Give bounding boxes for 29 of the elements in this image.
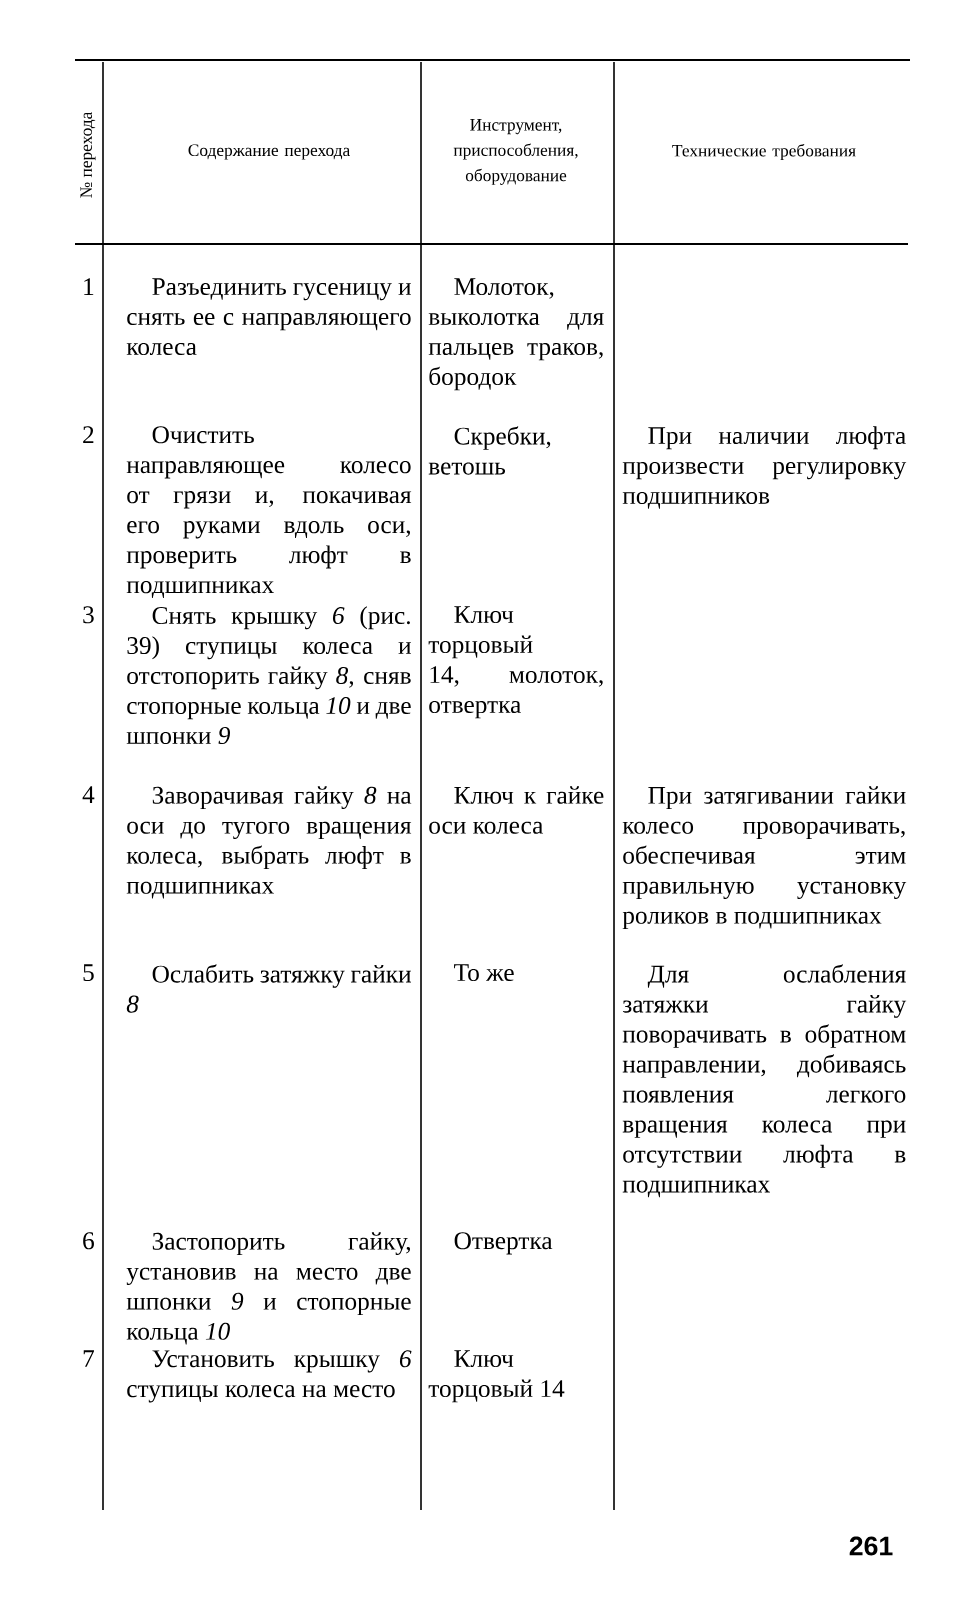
step-number: 3 (83, 606, 94, 624)
step-number: 4 (82, 786, 95, 803)
table-cell: Застопорить гайку, установив на место две шпонки 9 и стопорные кольца 10 (126, 1232, 411, 1345)
table-cell: Ключ к гайке оси колеса (429, 786, 604, 834)
table-header-cell: Технические требования (672, 143, 856, 161)
table-cell: При наличии люфта произвести регулировку подшипников (622, 426, 907, 509)
step-number: 1 (84, 278, 94, 295)
step-number: 5 (83, 964, 94, 982)
table-cell: То же (454, 964, 514, 982)
table-cell: Очистить направляющее колесо от грязи и, покачивая его руками вдоль оси, проверить люфт в подшипниках (126, 426, 412, 598)
table-cell: Снять крышку 6 (рис. 39) ступицы колеса и отстопорить гайку 8, сняв стопорные кольца 10 и две шпонки 9 (126, 606, 411, 745)
table-header-cell: Инструмент, приспособления, оборудование (453, 119, 578, 185)
page-number: 261 (849, 1536, 893, 1556)
table-cell: Для ослабления затяжки гайку поворачивать в обратном направлении, добиваясь появления легкого вращения колеса при отсутствии люфта в подшипниках (622, 964, 907, 1198)
table-cell: Молоток, выколотка для пальцев траков, бородок (428, 278, 604, 391)
table-cell: Ключ торцовый 14, молоток, отвертка (428, 606, 603, 719)
step-number: 7 (83, 1350, 94, 1367)
table-cell: Скребки, ветошь (428, 426, 551, 475)
table-cell: Ослабить затяжку гайки 8 (126, 964, 411, 1013)
table-cell: Заворачивая гайку 8 на оси до тугого вращения колеса, выбрать люфт в подшипниках (126, 786, 412, 899)
table-cell: Отвертка (454, 1232, 553, 1255)
table-header-cell: № перехода (80, 111, 96, 198)
step-number: 2 (83, 426, 94, 444)
table-cell: Разъединить гусеницу и снять ее с направляющего колеса (126, 278, 411, 356)
step-number: 6 (83, 1232, 94, 1250)
table-cell: Ключ торцовый 14 (428, 1350, 565, 1403)
table-cell: Установить крышку 6 ступицы колеса на место (127, 1350, 412, 1403)
table-cell: При затягивании гайки колесо проворачивать, обеспечивая этим правильную установку роликов в подшипниках (622, 786, 907, 929)
table-header-cell: Содержание перехода (188, 144, 350, 160)
